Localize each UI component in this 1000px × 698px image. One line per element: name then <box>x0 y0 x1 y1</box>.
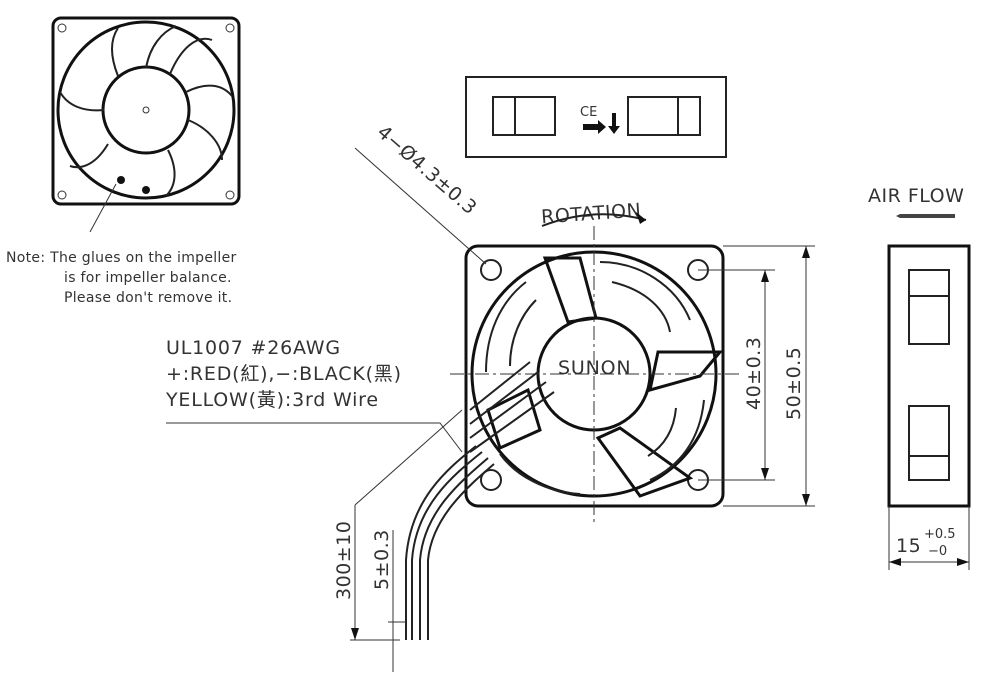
note-line-2: is for impeller balance. <box>64 270 232 286</box>
ce-mark: CE <box>580 105 597 120</box>
rotation-arrowhead-icon <box>636 212 646 224</box>
airflow-label: AIR FLOW <box>868 185 964 207</box>
label-plate: CE <box>465 76 727 158</box>
lead-wires <box>405 445 495 640</box>
lead-length-dimension: 300±10 <box>333 521 355 600</box>
hole-dimension: 4−Ø4.3±0.3 <box>373 121 481 219</box>
wire-spec-line-2: +:RED(紅),−:BLACK(黑) <box>166 363 402 385</box>
note-line-1: Note: The glues on the impeller <box>6 250 237 266</box>
note-line-3: Please don't remove it. <box>64 290 232 306</box>
back-view <box>51 16 241 233</box>
rotation-arrow-icon <box>608 113 620 134</box>
rotation-arc <box>541 213 647 227</box>
side-view <box>887 244 971 508</box>
airflow-arrow-icon <box>583 120 606 134</box>
thickness-plus-tolerance: +0.5 <box>924 527 956 542</box>
front-view: SUNON <box>450 226 740 526</box>
glue-dot <box>117 176 125 184</box>
thickness-minus-tolerance: −0 <box>928 544 947 559</box>
airflow-direction-icon <box>896 214 955 218</box>
wire-spec-line-3: YELLOW(黃):3rd Wire <box>165 389 379 411</box>
wire-spec-line-1: UL1007 #26AWG <box>166 337 341 359</box>
thickness-dimension: 15 <box>896 535 921 557</box>
hole-spacing-dimension: 40±0.3 <box>743 337 765 410</box>
strip-length-dimension: 5±0.3 <box>371 529 393 590</box>
frame-size-dimension: 50±0.5 <box>783 347 805 420</box>
brand-label: SUNON <box>558 357 631 379</box>
glue-dot <box>142 186 150 194</box>
